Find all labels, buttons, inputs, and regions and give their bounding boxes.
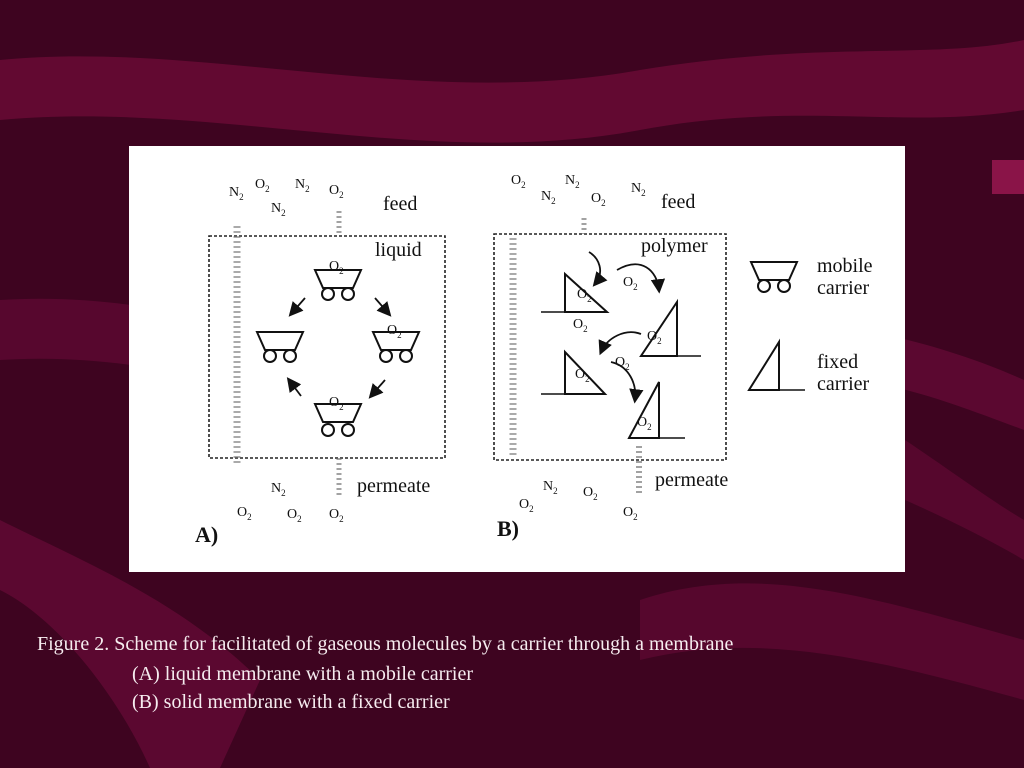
panel-a-carrier-o2-top: O2 (329, 259, 344, 276)
panel-b-feed-o2-1: O2 (511, 173, 526, 190)
fixed-carrier-3 (541, 349, 608, 395)
panel-b-o2-site-1: O2 (577, 287, 592, 304)
panel-a-perm-o2-1: O2 (237, 505, 252, 522)
panel-b-perm-n2: N2 (543, 479, 558, 496)
panel-b-tag: B) (497, 516, 519, 541)
panel-a-feed-o2-1: O2 (255, 177, 270, 194)
panel-b-perm-o2-1: O2 (519, 497, 534, 514)
panel-a-feed-n2-1: N2 (229, 185, 244, 202)
legend-mobile-carrier-line2: carrier (817, 277, 870, 299)
panel-b-perm-o2-2: O2 (583, 485, 598, 502)
panel-a-perm-n2: N2 (271, 481, 286, 498)
panel-a-feed-label: feed (383, 193, 418, 215)
panel-a-permeate-label: permeate (357, 475, 431, 497)
panel-b-o2-site-2: O2 (647, 329, 662, 346)
panel-b-feed-o2-2: O2 (591, 191, 606, 208)
caption-line-1: Figure 2. Scheme for facilitated of gase… (37, 633, 734, 655)
panel-b-o2-site-3: O2 (575, 367, 590, 384)
fixed-carrier-4 (627, 381, 685, 439)
panel-a-perm-o2-3: O2 (329, 507, 344, 524)
panel-a-feed-o2-2: O2 (329, 183, 344, 200)
panel-b-membrane-label: polymer (641, 235, 708, 257)
panel-b-perm-o2-3: O2 (623, 505, 638, 522)
mobile-carrier-top (313, 269, 363, 301)
fixed-carrier-1 (541, 271, 610, 313)
panel-a-tag: A) (195, 522, 219, 547)
legend-fixed-carrier-symbol (747, 338, 805, 391)
panel-a-perm-o2-2: O2 (287, 507, 302, 524)
panel-a-membrane-label: liquid (375, 239, 422, 261)
panel-a-feed-n2-2: N2 (271, 201, 286, 218)
panel-b-feed-n2-1: N2 (541, 189, 556, 206)
caption-line-2: (A) liquid membrane with a mobile carrie… (132, 663, 473, 685)
fixed-carrier-2 (639, 298, 701, 357)
panel-b-o2-free-2: O2 (573, 317, 588, 334)
panel-b-o2-free-1: O2 (623, 275, 638, 292)
mobile-carrier-right (371, 331, 421, 363)
mobile-carrier-bottom (313, 403, 363, 437)
panel-a-carrier-o2-bottom: O2 (329, 395, 344, 412)
panel-a-diagram (208, 211, 446, 496)
panel-b-o2-free-3: O2 (615, 355, 630, 372)
panel-b-feed-label: feed (661, 191, 696, 213)
panel-a-feed-n2-3: N2 (295, 177, 310, 194)
legend-mobile-carrier-line1: mobile (817, 255, 873, 277)
panel-b-feed-n2-2: N2 (565, 173, 580, 190)
mobile-carrier-left (255, 331, 305, 363)
panel-a-carrier-o2-right: O2 (387, 323, 402, 340)
figure-panel: feed liquid permeate A) O2 O2 O2 N2 O2 N… (129, 146, 905, 572)
caption-line-3: (B) solid membrane with a fixed carrier (132, 691, 450, 713)
panel-b-feed-n2-3: N2 (631, 181, 646, 198)
legend-fixed-carrier-line2: carrier (817, 373, 870, 395)
panel-b-o2-site-4: O2 (637, 415, 652, 432)
figure-diagram (208, 211, 805, 496)
panel-b-permeate-label: permeate (655, 469, 729, 491)
legend-mobile-carrier-symbol (749, 261, 799, 293)
legend-fixed-carrier-line1: fixed (817, 351, 859, 373)
panel-b-diagram (493, 218, 727, 496)
